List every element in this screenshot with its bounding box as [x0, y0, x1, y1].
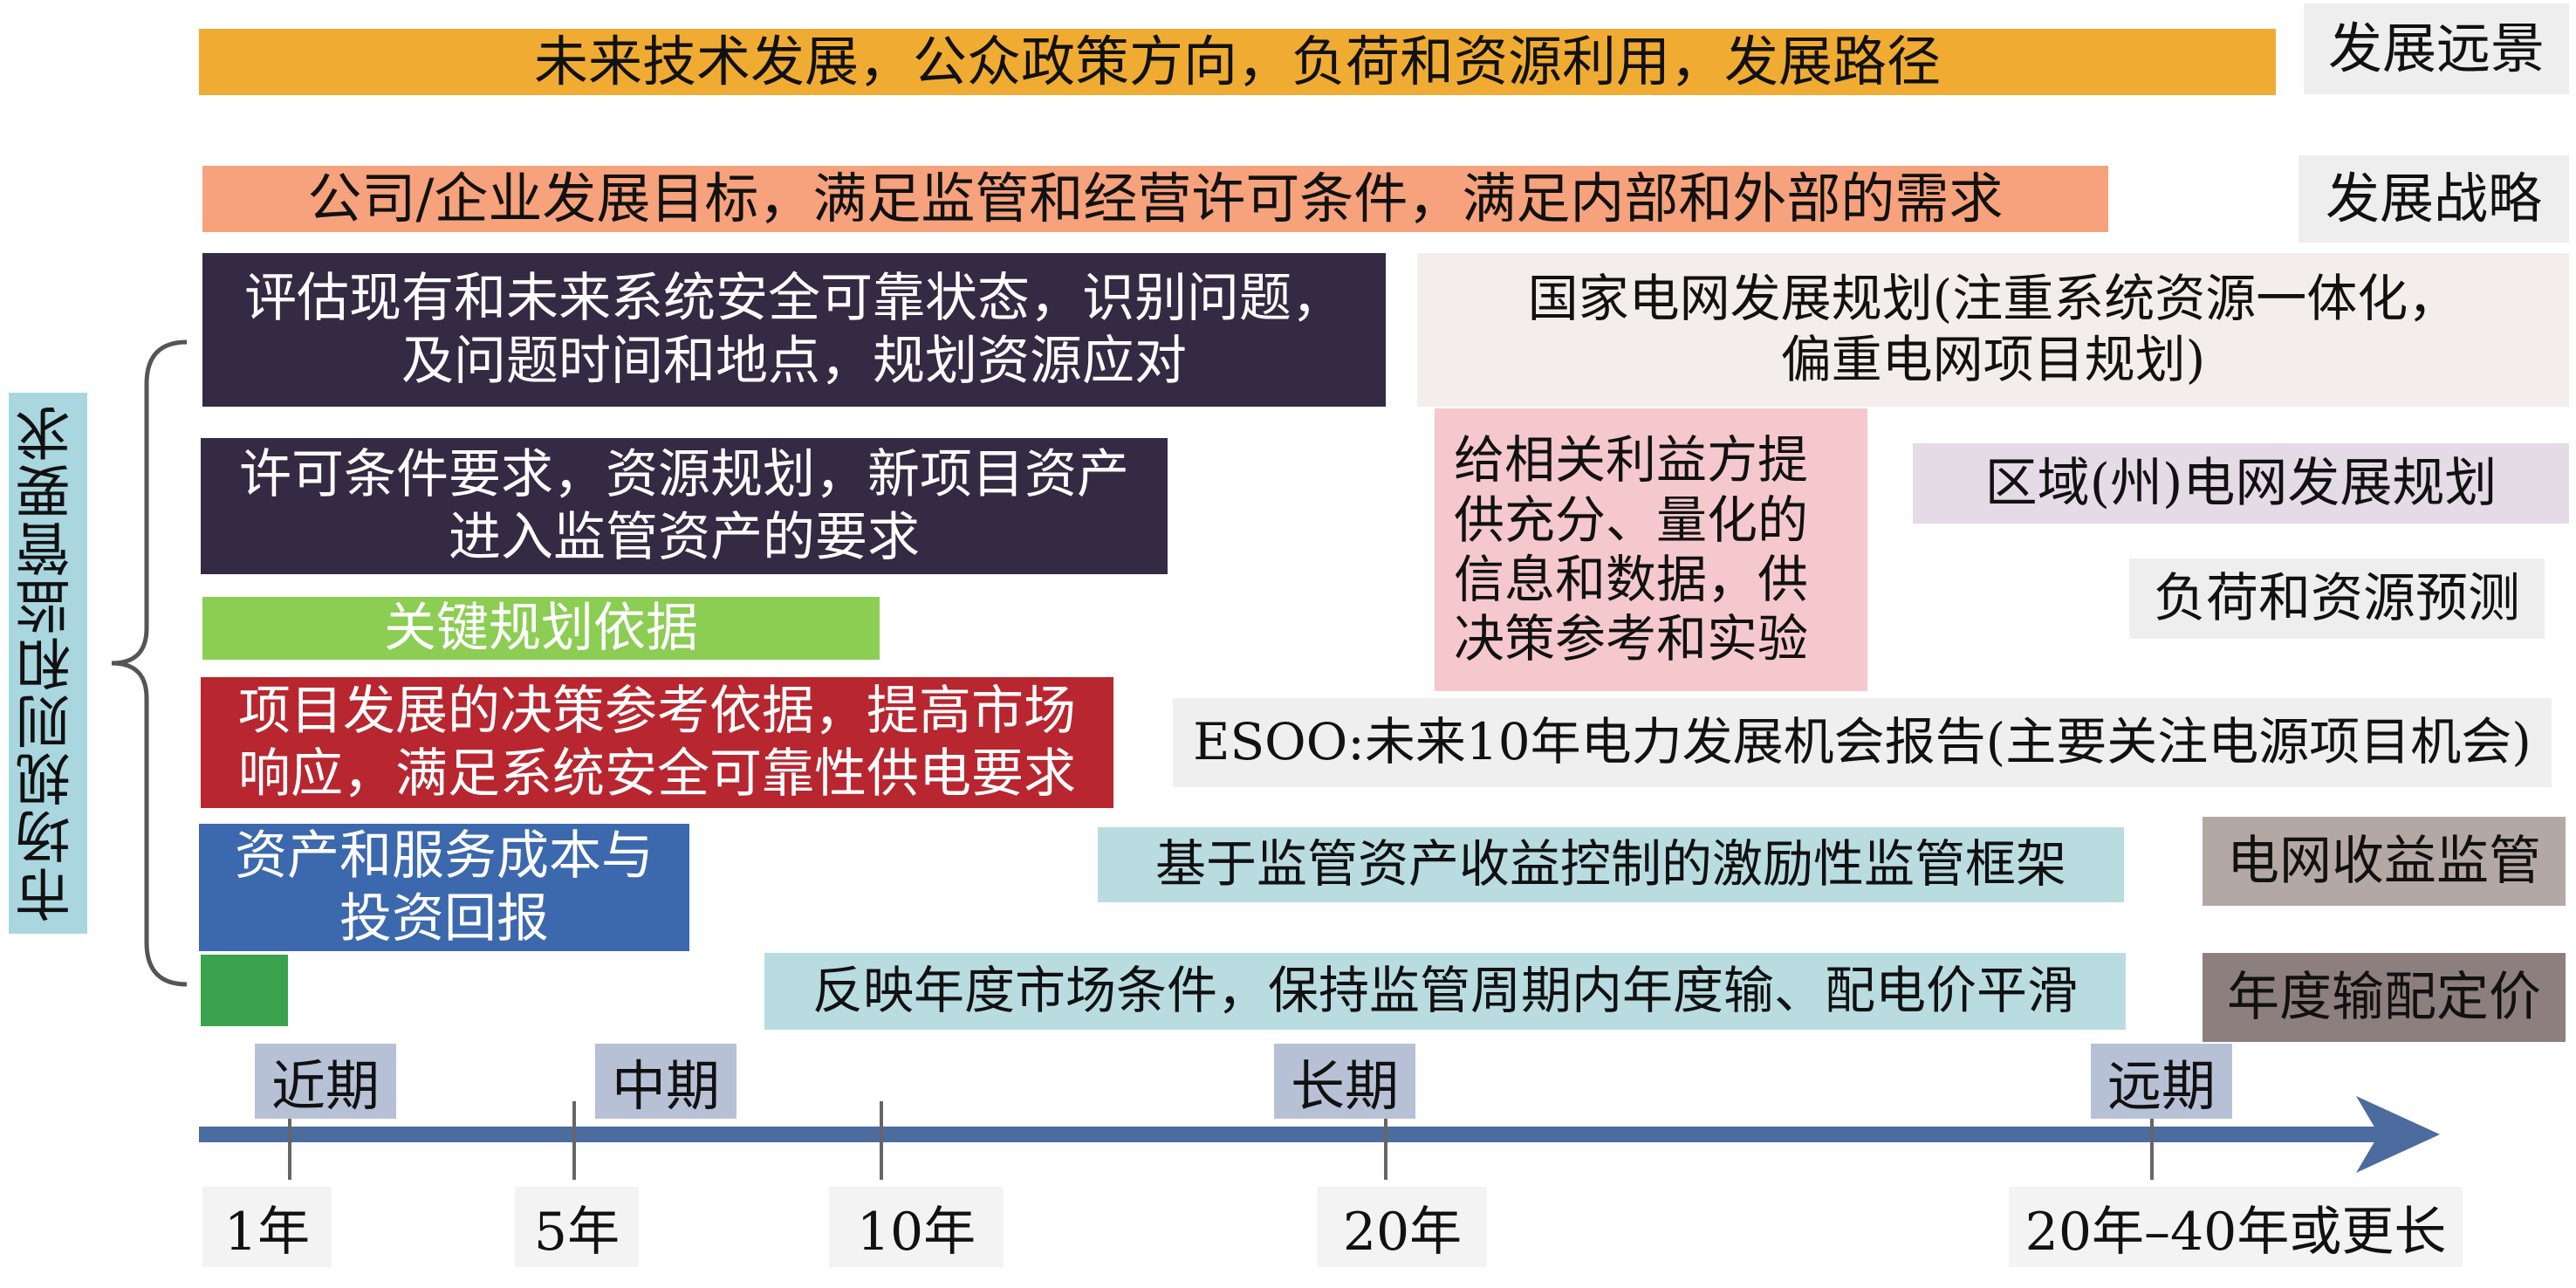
- period-mid: 中期: [595, 1044, 736, 1119]
- left-brace: [111, 339, 188, 987]
- forecast-box: 负荷和资源预测: [2129, 558, 2545, 639]
- period-far-label: 远期: [2107, 1054, 2216, 1118]
- tick-label-1: 1年: [202, 1187, 332, 1267]
- vision-label-box: 发展远景: [2304, 3, 2569, 94]
- tick-label-20-text: 20年: [1342, 1201, 1463, 1263]
- license-line-2: 进入监管资产的要求: [449, 507, 920, 568]
- period-long-label: 长期: [1290, 1054, 1399, 1118]
- revenue-label: 电网收益监管: [2227, 831, 2541, 892]
- strategy-bar: 公司/企业发展目标，满足监管和经营许可条件，满足内部和外部的需求: [202, 166, 2108, 232]
- decision-line-1: 项目发展的决策参考依据，提高市场: [238, 681, 1076, 742]
- strategy-label-box: 发展战略: [2299, 155, 2569, 243]
- period-mid-label: 中期: [611, 1054, 720, 1118]
- tick-label-20: 20年: [1318, 1187, 1487, 1267]
- tick-label-5-text: 5年: [533, 1201, 620, 1263]
- period-near-label: 近期: [271, 1054, 380, 1118]
- regional-plan-box: 区域(州)电网发展规划: [1913, 443, 2569, 524]
- vision-bar: 未来技术发展，公众政策方向，负荷和资源利用，发展路径: [199, 29, 2276, 95]
- period-far: 远期: [2091, 1044, 2232, 1119]
- tick-label-10-text: 10年: [856, 1201, 976, 1263]
- period-near: 近期: [255, 1044, 396, 1119]
- annual-label-box: 年度输配定价: [2203, 953, 2566, 1042]
- key-basis-text: 关键规划依据: [384, 598, 698, 659]
- tick-label-1-text: 1年: [223, 1201, 311, 1263]
- cost-line-2: 投资回报: [339, 888, 549, 949]
- decision-box: 项目发展的决策参考依据，提高市场 响应，满足系统安全可靠性供电要求: [201, 677, 1113, 808]
- vision-text: 未来技术发展，公众政策方向，负荷和资源利用，发展路径: [533, 29, 1941, 93]
- national-line-2: 偏重电网项目规划): [1780, 330, 2206, 389]
- tick-label-5: 5年: [515, 1187, 639, 1267]
- annual-text-box: 反映年度市场条件，保持监管周期内年度输、配电价平滑: [764, 953, 2126, 1030]
- strategy-text: 公司/企业发展目标，满足监管和经营许可条件，满足内部和外部的需求: [307, 166, 2004, 230]
- stakeholder-info-box: 给相关利益方提 供充分、量化的 信息和数据，供 决策参考和实验: [1435, 408, 1867, 691]
- assessment-line-1: 评估现有和未来系统安全可靠状态，识别问题，: [244, 268, 1344, 329]
- strategy-label: 发展战略: [2325, 166, 2542, 230]
- tick-label-20-40: 20年–40年或更长: [2009, 1187, 2463, 1267]
- incentive-box: 基于监管资产收益控制的激励性监管框架: [1098, 827, 2124, 902]
- decision-line-2: 响应，满足系统安全可靠性供电要求: [238, 743, 1076, 805]
- esoo-text: ESOO:未来10年电力发展机会报告(主要关注电源项目机会): [1193, 712, 2531, 772]
- national-line-1: 国家电网发展规划(注重系统资源一体化，: [1527, 269, 2459, 329]
- timeline-arrow-head: [2356, 1096, 2440, 1173]
- assessment-box: 评估现有和未来系统安全可靠状态，识别问题， 及问题时间和地点，规划资源应对: [202, 253, 1386, 407]
- esoo-box: ESOO:未来10年电力发展机会报告(主要关注电源项目机会): [1173, 698, 2552, 787]
- key-basis-box: 关键规划依据: [202, 597, 880, 660]
- regional-plan-text: 区域(州)电网发展规划: [1984, 453, 2497, 514]
- info-line-3: 信息和数据，供: [1454, 550, 1809, 609]
- tick-label-10: 10年: [829, 1187, 1004, 1267]
- info-line-4: 决策参考和实验: [1454, 609, 1809, 669]
- forecast-text: 负荷和资源预测: [2154, 568, 2520, 629]
- assessment-line-2: 及问题时间和地点，规划资源应对: [401, 331, 1187, 392]
- info-line-1: 给相关利益方提: [1454, 430, 1809, 490]
- license-box: 许可条件要求，资源规划，新项目资产 进入监管资产的要求: [201, 438, 1168, 574]
- cost-box: 资产和服务成本与 投资回报: [199, 824, 689, 951]
- annual-marker-box: [201, 955, 288, 1026]
- tick-label-20-40-text: 20年–40年或更长: [2024, 1201, 2447, 1263]
- period-long: 长期: [1274, 1044, 1415, 1119]
- revenue-label-box: 电网收益监管: [2203, 817, 2566, 906]
- vision-label: 发展远景: [2327, 16, 2545, 80]
- annual-label: 年度输配定价: [2227, 967, 2541, 1028]
- license-line-1: 许可条件要求，资源规划，新项目资产: [239, 444, 1129, 505]
- incentive-text: 基于监管资产收益控制的激励性监管框架: [1154, 834, 2066, 894]
- info-line-2: 供充分、量化的: [1454, 490, 1809, 550]
- cost-line-1: 资产和服务成本与: [235, 826, 654, 887]
- national-plan-box: 国家电网发展规划(注重系统资源一体化， 偏重电网项目规划): [1417, 253, 2569, 407]
- annual-text: 反映年度市场条件，保持监管周期内年度输、配电价平滑: [812, 961, 2078, 1021]
